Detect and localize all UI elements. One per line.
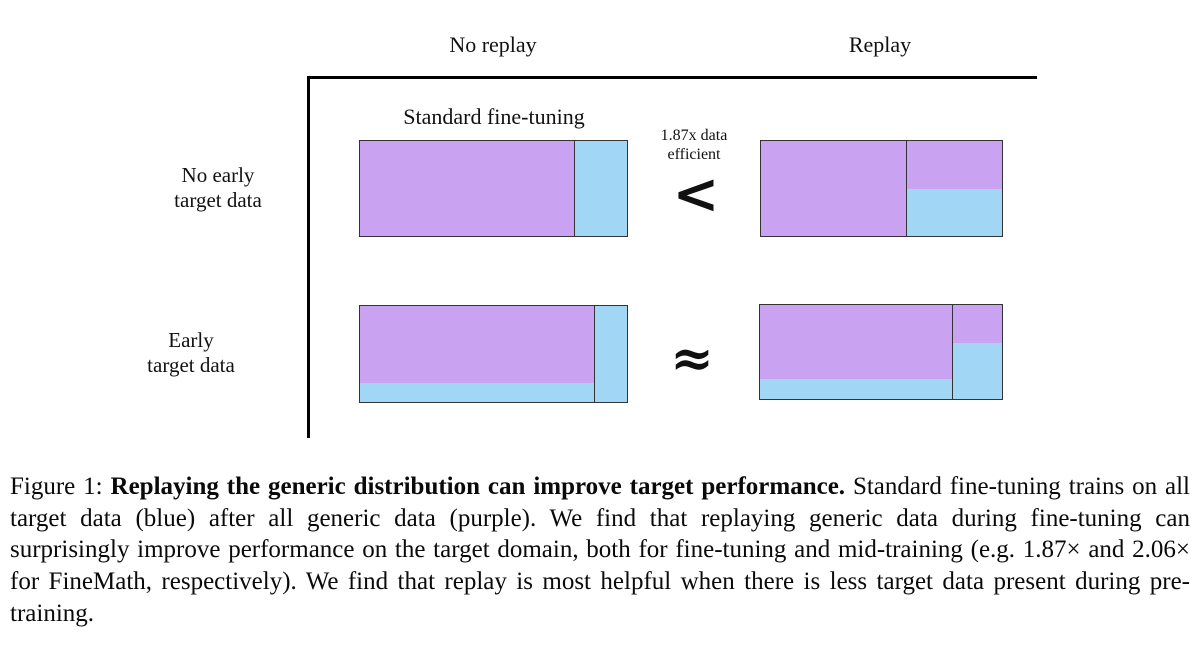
generic-data-segment xyxy=(953,305,1002,344)
generic-data-segment xyxy=(906,141,1002,189)
target-data-segment xyxy=(906,188,1002,236)
target-data-segment xyxy=(595,306,627,402)
axis-vertical-line xyxy=(307,76,310,438)
less-than-symbol: < xyxy=(672,161,720,227)
data-box-replay-no-early xyxy=(760,140,1003,237)
target-data-segment xyxy=(360,382,595,402)
data-box-replay-early xyxy=(759,304,1003,400)
replay-no-early-column-1 xyxy=(905,141,1002,236)
replay-early-column-1 xyxy=(952,305,1002,399)
no-replay-no-early-column-1 xyxy=(573,141,627,236)
no-replay-early-column-0 xyxy=(360,306,595,402)
row-label-no-early-target-data: No early target data xyxy=(174,163,262,212)
axis-horizontal-line xyxy=(308,76,1037,79)
caption-prefix: Figure 1: xyxy=(10,473,111,500)
caption-body: Standard fine-tuning trains on all targe… xyxy=(10,473,1191,627)
box-title-standard-fine-tuning: Standard fine-tuning xyxy=(403,104,585,129)
figure-caption: Figure 1: Replaying the generic distribu… xyxy=(10,471,1190,630)
target-data-segment xyxy=(953,343,1002,399)
target-data-segment xyxy=(760,379,953,399)
efficiency-note: 1.87x data efficient xyxy=(660,127,728,163)
replay-no-early-column-0 xyxy=(761,141,906,236)
data-box-no-replay-no-early xyxy=(359,140,628,237)
generic-data-segment xyxy=(761,141,906,236)
generic-data-segment xyxy=(360,141,574,236)
target-data-segment xyxy=(574,141,627,236)
no-replay-no-early-column-0 xyxy=(360,141,574,236)
data-box-no-replay-early xyxy=(359,305,628,403)
column-label-no-replay: No replay xyxy=(449,32,537,57)
replay-early-column-0 xyxy=(760,305,953,399)
generic-data-segment xyxy=(360,306,595,383)
column-label-replay: Replay xyxy=(848,32,912,57)
row-label-early-target-data: Early target data xyxy=(147,328,235,377)
generic-data-segment xyxy=(760,305,953,380)
caption-bold-title: Replaying the generic distribution can i… xyxy=(110,473,846,500)
no-replay-early-column-1 xyxy=(594,306,627,402)
approximately-equal-symbol: ≈ xyxy=(670,328,714,389)
